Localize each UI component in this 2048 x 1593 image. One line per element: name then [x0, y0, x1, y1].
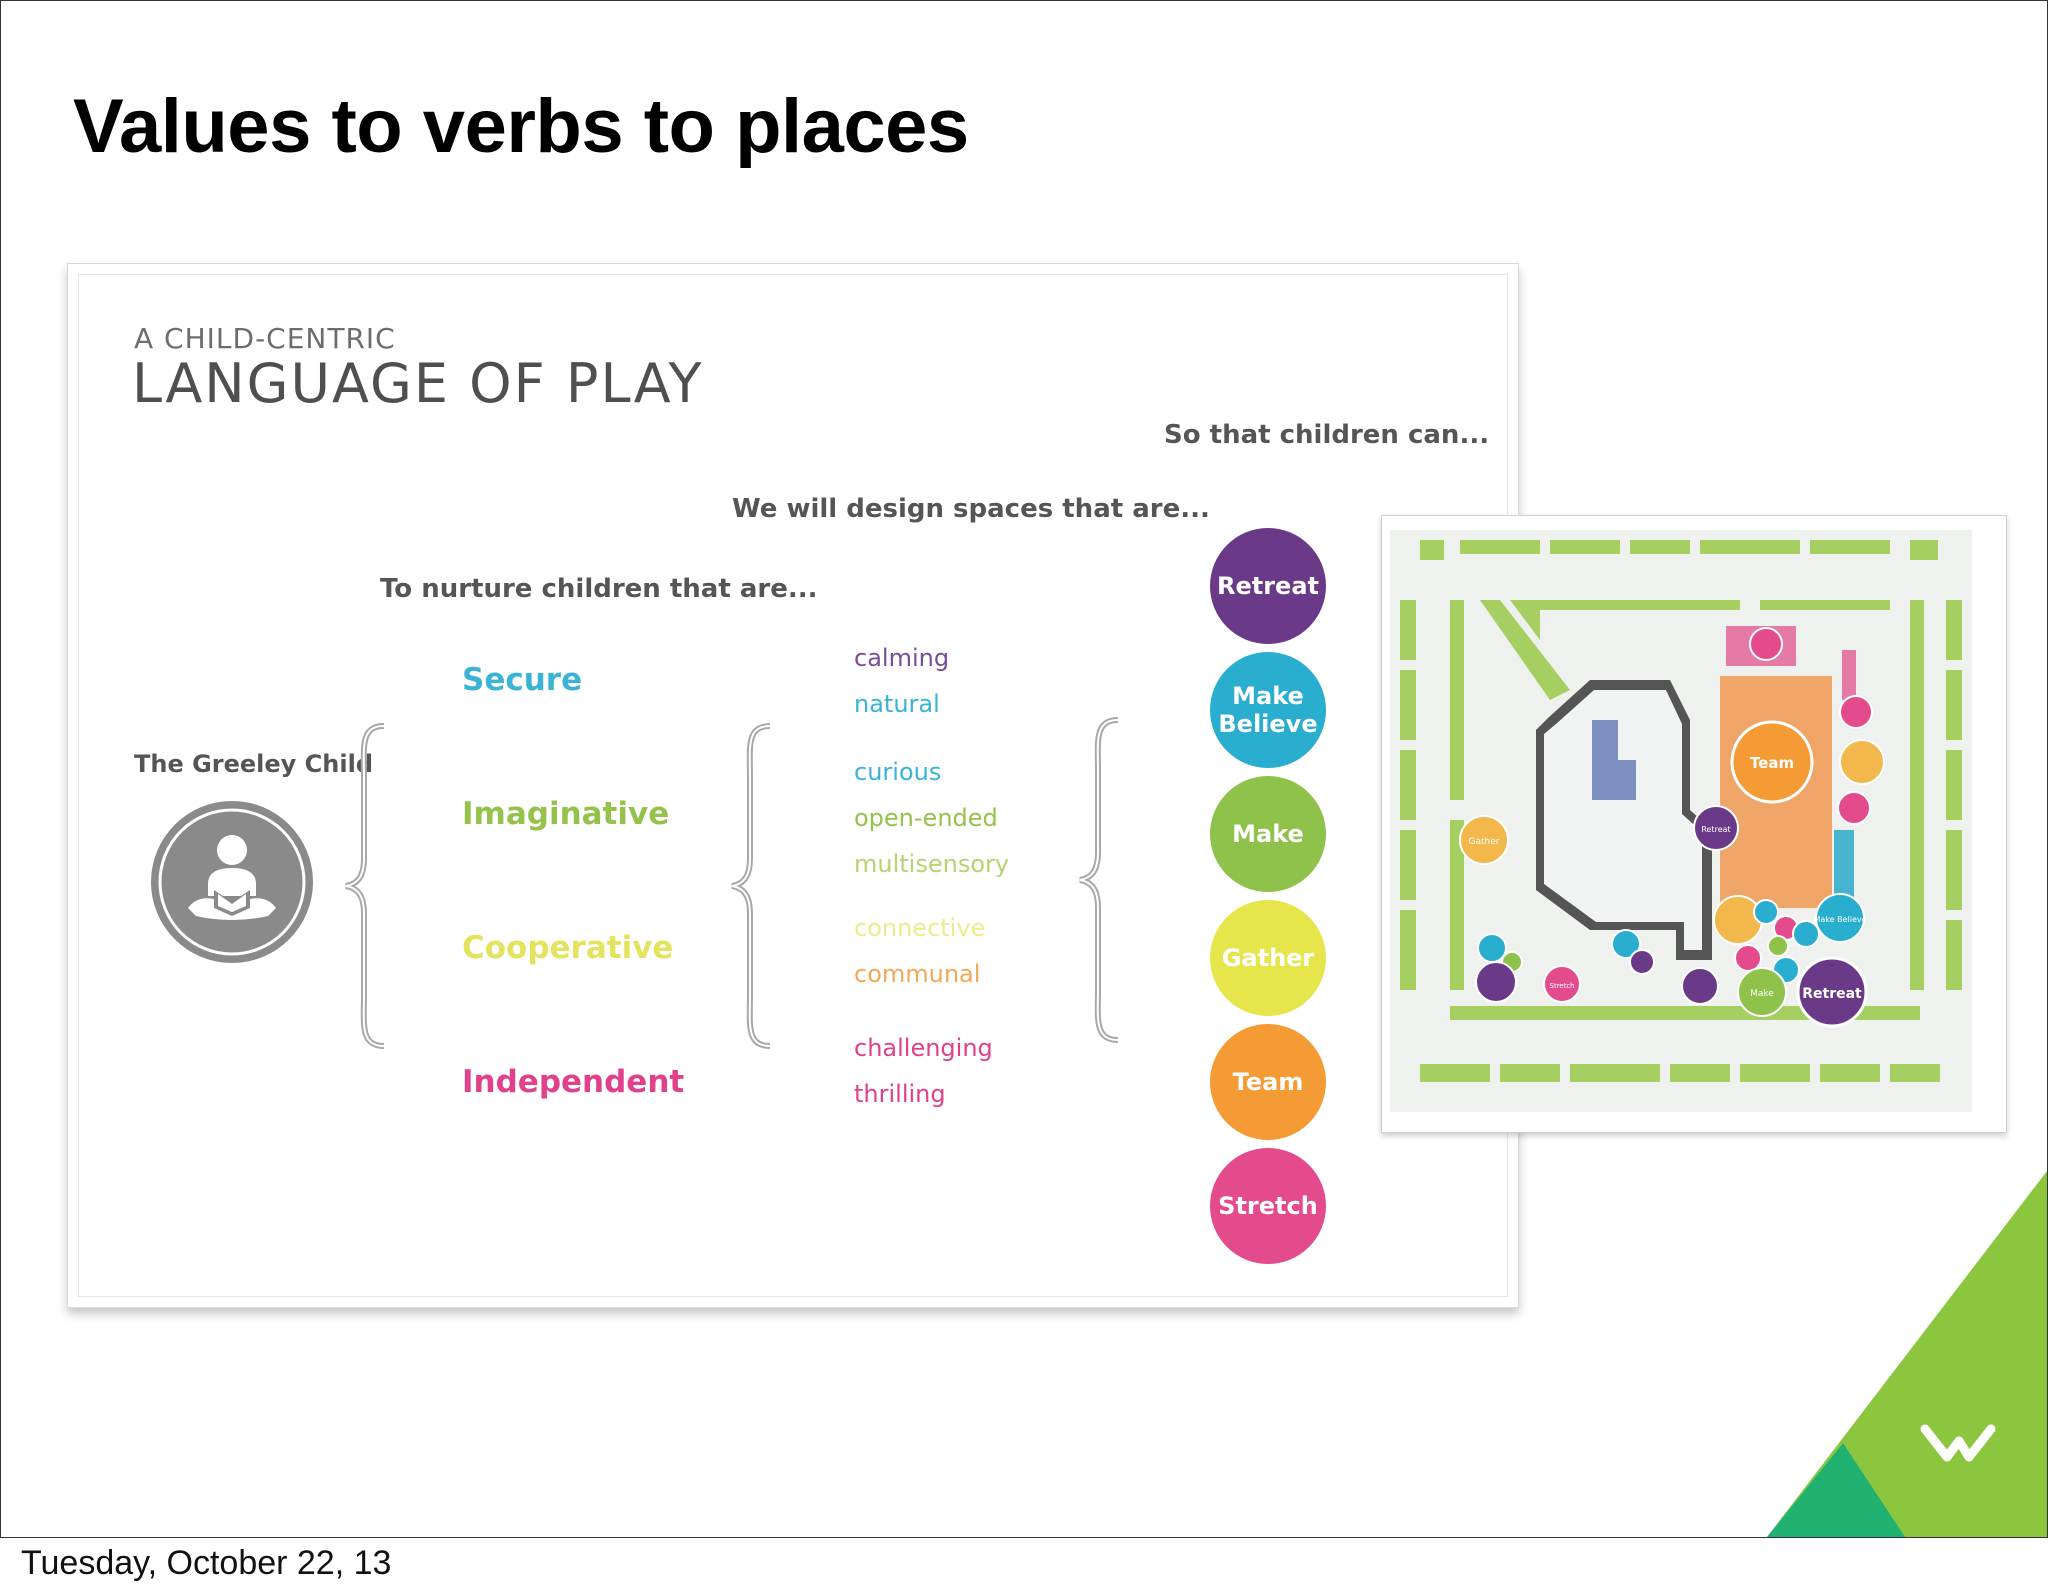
site-plan-panel: Team Retreat Gather Retreat Make Make Be… [1381, 515, 2007, 1133]
person-reading-icon [151, 801, 313, 963]
adjective-calming: calming [854, 644, 950, 672]
adjective-challenging: challenging [854, 1034, 993, 1062]
language-of-play-panel: A CHILD-CENTRIC LANGUAGE OF PLAY So that… [67, 263, 1519, 1308]
brace-left [345, 723, 385, 1049]
map-label-retreat-small: Retreat [1701, 825, 1730, 834]
w-logo-icon [1920, 1424, 1996, 1462]
verb-circle-make: Make [1210, 776, 1326, 892]
map-label-stretch: Stretch [1549, 982, 1574, 990]
adjective-natural: natural [854, 690, 940, 718]
adjective-communal: communal [854, 960, 981, 988]
footer-date: Tuesday, October 22, 13 [21, 1544, 392, 1582]
verb-circle-gather: Gather [1210, 900, 1326, 1016]
hint-nurture: To nurture children that are... [380, 574, 818, 604]
slide-title: Values to verbs to places [73, 84, 969, 169]
adjective-connective: connective [854, 914, 986, 942]
brace-middle [731, 723, 771, 1049]
adjective-curious: curious [854, 758, 942, 786]
verb-circle-team: Team [1210, 1024, 1326, 1140]
adjective-open-ended: open-ended [854, 804, 998, 832]
map-label-team: Team [1750, 754, 1794, 772]
value-cooperative: Cooperative [462, 930, 674, 966]
panel-heading-small: A CHILD-CENTRIC [134, 322, 396, 355]
verb-circle-make-believe: Make Believe [1210, 652, 1326, 768]
map-label-gather: Gather [1469, 837, 1500, 847]
site-plan-map: Team Retreat Gather Retreat Make Make Be… [1390, 530, 1972, 1112]
panel-heading-big: LANGUAGE OF PLAY [132, 352, 704, 415]
child-label: The Greeley Child [134, 750, 374, 778]
slide: Values to verbs to places A CHILD-CENTRI… [0, 0, 2048, 1538]
verb-circle-retreat: Retreat [1210, 528, 1326, 644]
map-circles [1459, 627, 1885, 1028]
map-label-make-believe: Make Believe [1813, 915, 1866, 924]
map-label-retreat: Retreat [1802, 986, 1862, 1002]
verb-circle-stretch: Stretch [1210, 1148, 1326, 1264]
adjective-multisensory: multisensory [854, 850, 1010, 878]
value-secure: Secure [462, 662, 583, 698]
value-independent: Independent [462, 1064, 685, 1100]
map-label-make: Make [1750, 989, 1774, 999]
hint-children-can: So that children can... [1164, 420, 1490, 450]
hint-design-spaces: We will design spaces that are... [732, 494, 1210, 524]
adjective-thrilling: thrilling [854, 1080, 946, 1108]
brace-right [1079, 717, 1119, 1043]
value-imaginative: Imaginative [462, 796, 670, 832]
